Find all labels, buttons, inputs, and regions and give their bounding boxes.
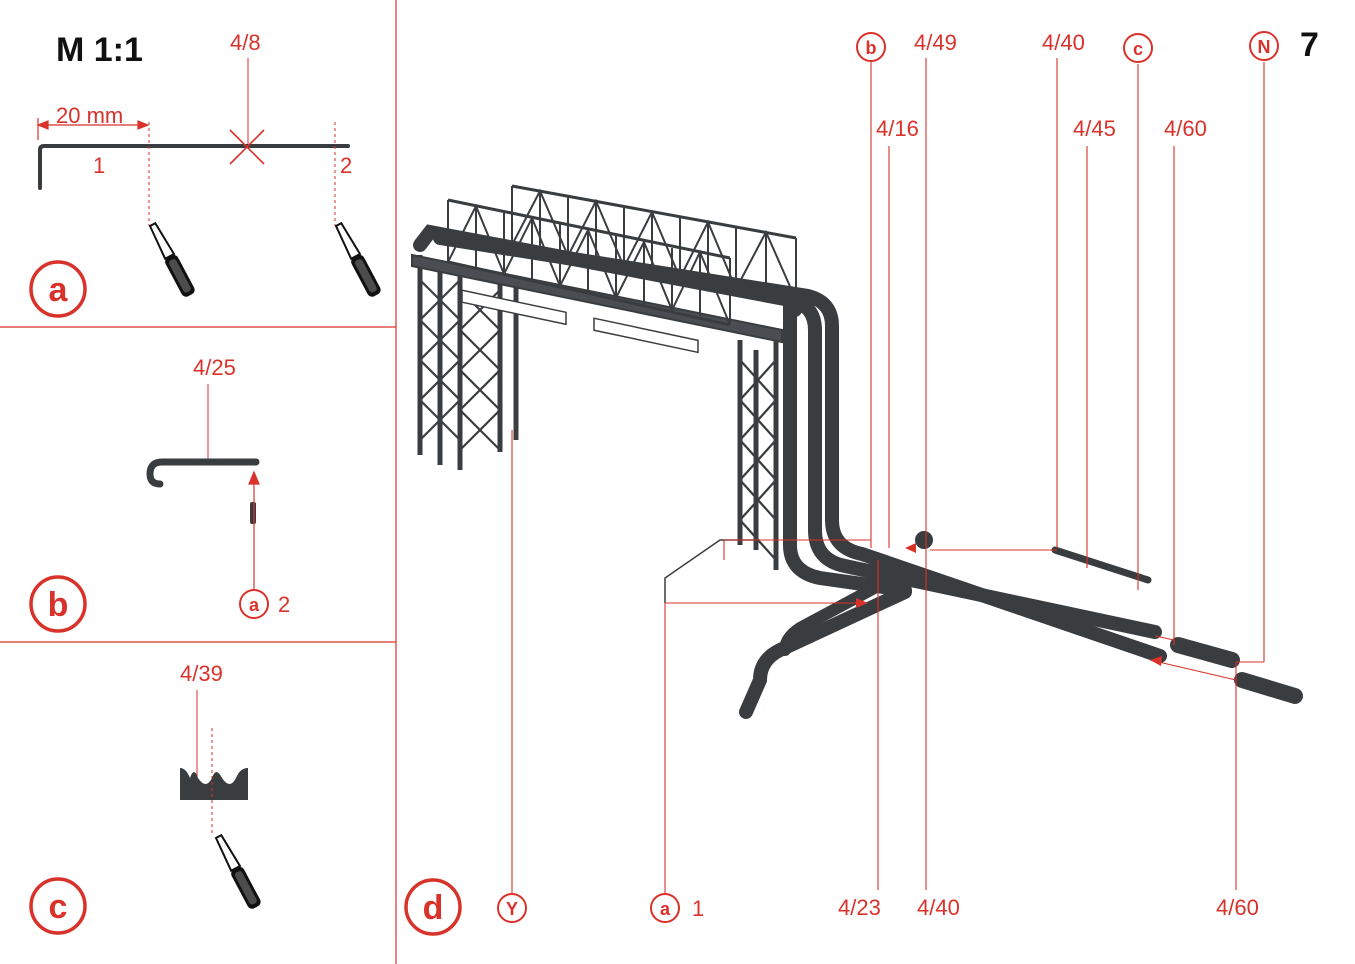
part-number-4-39: 4/39 [180,661,223,686]
callout-y: Y [498,894,526,922]
panel-a: M 1:1 4/8 20 mm 1 2 [31,30,382,316]
cut-number-1: 1 [93,153,105,178]
badge-a: a [31,262,85,316]
svg-text:a: a [660,899,671,919]
ref-number: 2 [278,592,290,617]
badge-d: d [406,880,460,934]
label-4-60-bottom: 4/60 [1216,895,1259,920]
rod-stub [250,502,256,524]
label-4-23: 4/23 [838,895,881,920]
badge-b: b [31,577,85,631]
label-4-45: 4/45 [1073,116,1116,141]
callout-a-number: 1 [692,896,704,921]
panel-c: 4/39 c [31,661,262,933]
callout-c: c [1124,34,1152,62]
knife-icon [212,833,262,910]
label-4-16: 4/16 [876,116,919,141]
svg-text:N: N [1258,37,1271,57]
panel-b: 4/25 a 2 b [31,355,290,631]
leader-lines [512,58,1264,895]
svg-text:a: a [49,271,69,309]
callout-a: a [651,894,679,922]
cut-number-2: 2 [340,153,352,178]
label-4-40-bottom: 4/40 [917,895,960,920]
label-4-60-top: 4/60 [1164,116,1207,141]
svg-text:d: d [423,889,444,927]
page-number: 7 [1300,26,1319,64]
svg-text:b: b [48,586,69,624]
part-number-4-8: 4/8 [230,30,261,55]
svg-text:c: c [1133,39,1143,59]
pipe-bridge-model [412,186,1295,712]
panel-d: 7 [406,26,1319,934]
dimension-label: 20 mm [56,103,123,128]
callout-n: N [1250,32,1278,60]
knife-icon [332,221,382,298]
saddle-part [180,768,248,800]
badge-c: c [31,879,85,933]
svg-text:a: a [249,595,260,615]
svg-text:Y: Y [506,899,518,919]
part-number-4-25: 4/25 [193,355,236,380]
svg-text:b: b [866,38,877,58]
wire-rod [40,146,348,188]
svg-text:c: c [49,888,68,926]
label-4-40-top: 4/40 [1042,30,1085,55]
label-4-49: 4/49 [914,30,957,55]
bent-rod [150,462,256,484]
knife-icon [146,221,196,298]
callout-b: b [857,33,885,61]
scale-label: M 1:1 [56,31,143,69]
ref-circle-a: a [240,590,268,618]
